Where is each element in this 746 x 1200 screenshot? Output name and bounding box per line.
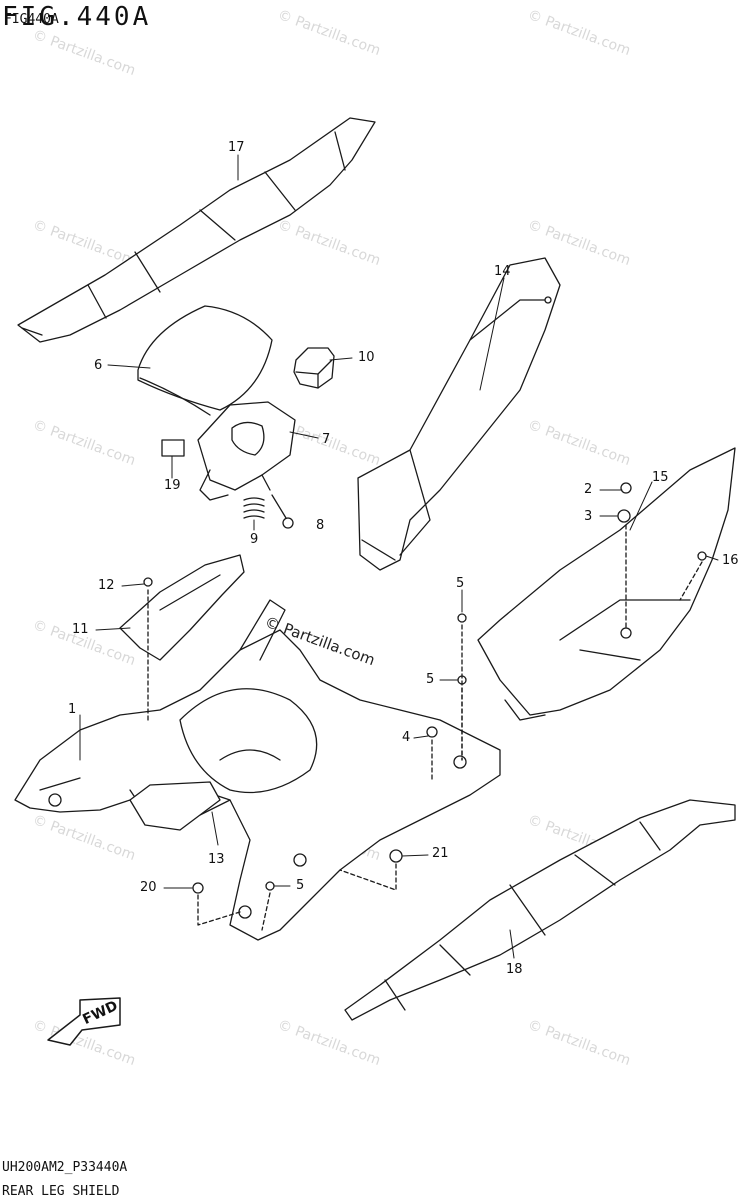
figure-title: FIG.440A [2,2,152,32]
callout-18: 18 [506,962,523,977]
callout-3: 3 [584,509,593,524]
callout-9: 9 [250,532,259,547]
part-6-pad [137,305,273,416]
callout-8: 8 [316,518,325,533]
callout-20: 20 [140,880,157,895]
callout-7: 7 [322,432,331,447]
callout-5: 5 [426,672,435,687]
callout-6: 6 [94,358,103,373]
callout-13: 13 [208,852,225,867]
callout-17: 17 [228,140,245,155]
part-8-screw [271,494,294,529]
callout-5: 5 [296,878,305,893]
part-9-spring [243,497,265,519]
part-18-floor-mat [344,799,736,1021]
callout-15: 15 [652,470,669,485]
callout-4: 4 [402,730,411,745]
callout-12: 12 [98,578,115,593]
fwd-arrow-icon [47,997,121,1046]
part-1-leg-shield [14,599,501,941]
part-17-floor-mat [17,117,376,343]
alignment-lines [147,524,703,931]
callout-19: 19 [164,478,181,493]
leader-lines [79,154,719,959]
callout-21: 21 [432,846,449,861]
figure-name: REAR LEG SHIELD [2,1184,120,1199]
part-14-side-cover [357,257,561,571]
part-10-relay [293,347,335,389]
callout-11: 11 [72,622,89,637]
callout-5: 5 [456,576,465,591]
part-13-box [129,781,221,831]
part-19-clip [161,439,185,457]
figure-code: UH200AM2_P33440A [2,1160,128,1175]
figure-subtitle: FIG440A [4,12,59,27]
callout-14: 14 [494,264,511,279]
callout-2: 2 [584,482,593,497]
part-15-right-cover [477,447,736,721]
part-7-housing [197,401,296,501]
callout-16: 16 [722,553,739,568]
callout-1: 1 [68,702,77,717]
callout-10: 10 [358,350,375,365]
part-11-bracket [119,554,245,661]
fasteners [143,482,707,894]
